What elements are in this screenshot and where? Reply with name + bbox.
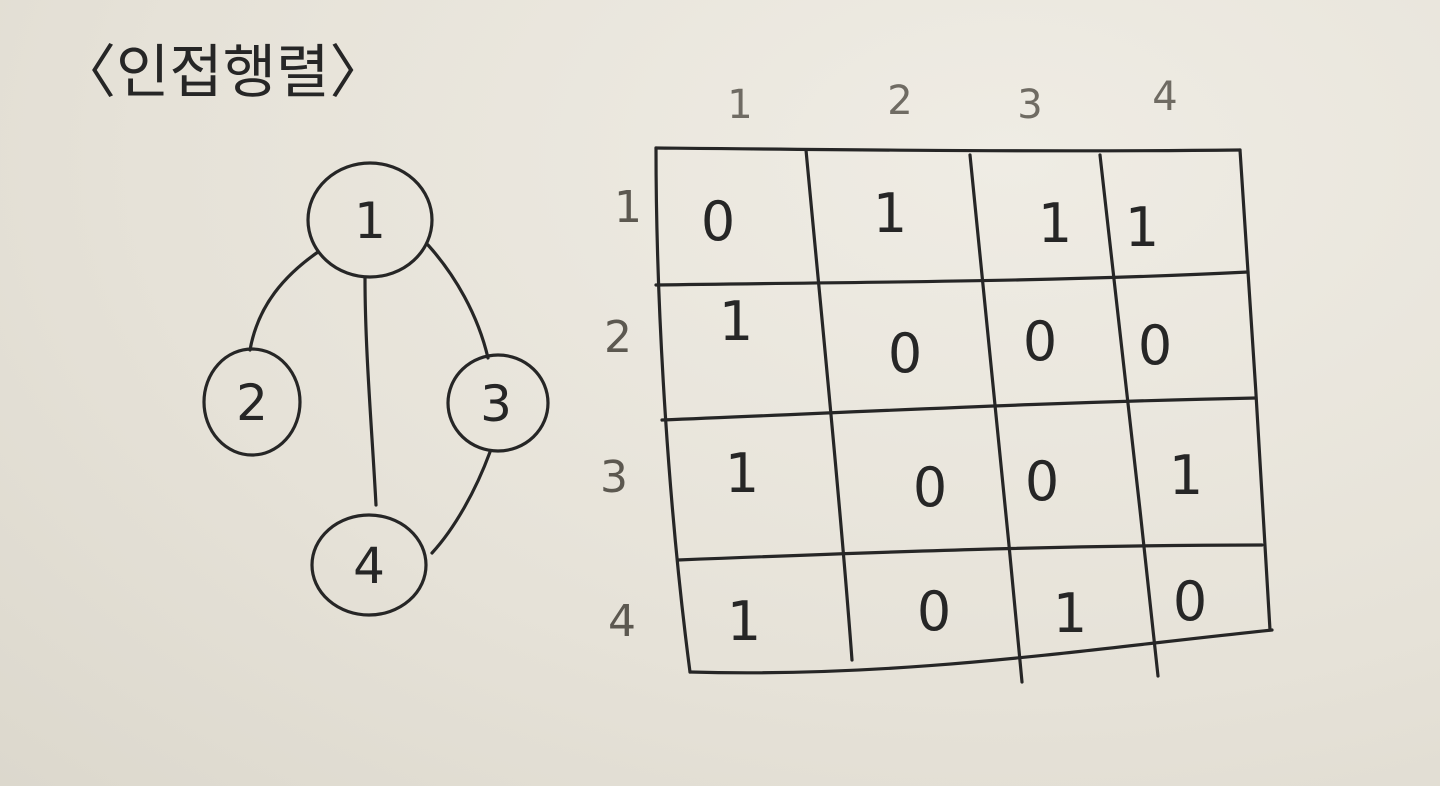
matrix-cell-2-3: 0 — [1023, 310, 1057, 373]
matrix-cell-2-2: 0 — [888, 322, 922, 385]
matrix-cell-4-3: 1 — [1053, 582, 1087, 645]
edge-1-4 — [363, 276, 378, 507]
matrix-column-labels: 1 2 3 4 — [727, 74, 1177, 128]
matrix-row-labels: 1 2 3 4 — [600, 182, 642, 647]
node-circle — [446, 353, 550, 453]
matrix-cell-3-3: 0 — [1025, 450, 1059, 513]
node-label: 4 — [353, 537, 385, 595]
matrix-cell-1-2: 1 — [873, 182, 907, 245]
grid-right-border — [1238, 148, 1272, 632]
grid-row-line-1 — [654, 270, 1250, 287]
matrix-cell-1-1: 0 — [701, 190, 735, 253]
matrix-cell-4-4: 0 — [1173, 570, 1207, 633]
edge-3-4 — [430, 450, 492, 555]
matrix-cells: 0 1 1 1 1 0 0 0 1 0 0 1 1 0 1 0 — [701, 182, 1207, 653]
row-label: 1 — [614, 182, 642, 233]
matrix-cell-1-3: 1 — [1038, 192, 1072, 255]
matrix-cell-4-1: 1 — [727, 590, 761, 653]
grid-col-line-1 — [804, 148, 854, 662]
column-label: 4 — [1152, 74, 1177, 120]
matrix-cell-2-1: 1 — [719, 290, 753, 353]
node-circle — [202, 347, 302, 457]
edge-1-2 — [248, 250, 320, 352]
grid-top-border — [654, 146, 1242, 153]
node-label: 3 — [480, 375, 512, 433]
graph-node-4: 4 — [310, 513, 428, 617]
row-label: 3 — [600, 452, 628, 503]
node-label: 2 — [236, 374, 268, 432]
grid-row-line-3 — [676, 543, 1264, 562]
grid-left-border — [654, 146, 692, 674]
node-label: 1 — [354, 192, 386, 250]
page-title: 〈인접행렬〉 — [58, 38, 387, 106]
graph-node-3: 3 — [446, 353, 550, 453]
graph-edges — [248, 243, 492, 555]
matrix-cell-3-4: 1 — [1169, 444, 1203, 507]
column-label: 2 — [887, 78, 912, 124]
matrix-cell-4-2: 0 — [917, 580, 951, 643]
row-label: 2 — [604, 312, 632, 363]
matrix-cell-1-4: 1 — [1125, 196, 1159, 259]
matrix-cell-2-4: 0 — [1138, 314, 1172, 377]
graph-node-1: 1 — [306, 161, 434, 279]
matrix-grid — [654, 146, 1274, 684]
grid-bottom-border — [688, 628, 1274, 675]
graph-nodes: 1 2 3 4 — [202, 161, 550, 617]
column-label: 1 — [727, 82, 752, 128]
matrix-cell-3-2: 0 — [913, 456, 947, 519]
node-circle — [310, 513, 428, 617]
grid-row-line-2 — [660, 396, 1258, 422]
grid-col-line-2 — [968, 153, 1024, 684]
column-label: 3 — [1017, 82, 1042, 128]
node-circle — [306, 161, 434, 279]
row-label: 4 — [608, 596, 636, 647]
matrix-cell-3-1: 1 — [725, 442, 759, 505]
grid-col-line-3 — [1098, 153, 1160, 678]
edge-1-3 — [426, 243, 490, 360]
graph-node-2: 2 — [202, 347, 302, 457]
